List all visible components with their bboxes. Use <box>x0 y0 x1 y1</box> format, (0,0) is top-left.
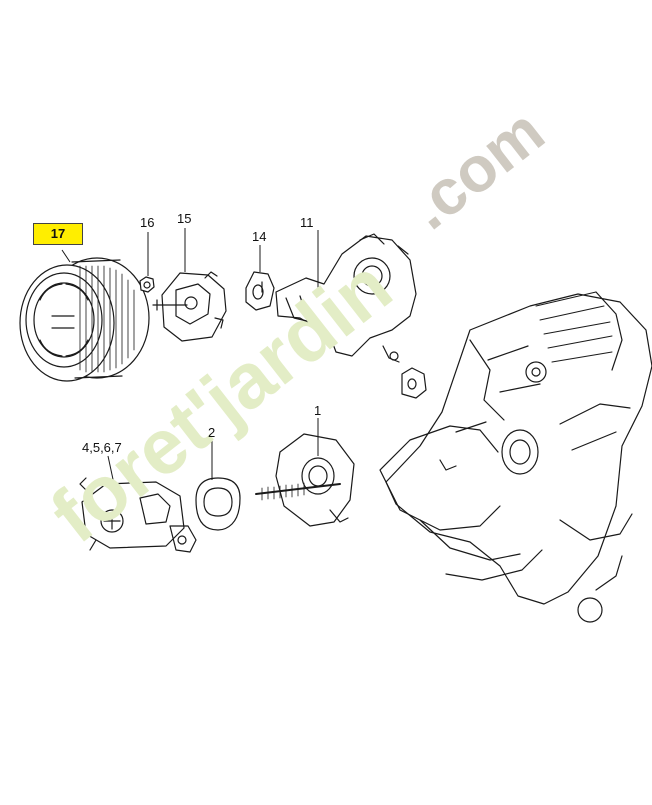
part-11-mount[interactable] <box>401 367 427 399</box>
part-16-nut[interactable] <box>139 276 155 293</box>
part-11-manifold[interactable] <box>275 233 417 363</box>
part-1-flange[interactable] <box>255 433 355 527</box>
callout-2[interactable]: 2 <box>208 425 216 440</box>
leader-17 <box>61 249 71 263</box>
part-17-air-filter[interactable] <box>19 257 150 382</box>
callout-15[interactable]: 15 <box>177 211 192 226</box>
part-14-rubber-mount[interactable] <box>245 271 275 311</box>
part-4-5-6-7-carburetor[interactable] <box>79 477 197 553</box>
callout-1[interactable]: 1 <box>314 403 322 418</box>
callout-14[interactable]: 14 <box>252 229 267 244</box>
callout-17-label: 17 <box>50 226 66 241</box>
callout-17-highlight[interactable]: 17 <box>33 223 83 245</box>
callout-16[interactable]: 16 <box>140 215 155 230</box>
callout-11[interactable]: 11 <box>300 215 314 230</box>
engine-block <box>379 291 652 623</box>
leader-4-5-6-7 <box>107 455 115 485</box>
callout-4-5-6-7[interactable]: 4,5,6,7 <box>82 440 122 455</box>
part-15-bracket[interactable] <box>152 271 227 342</box>
part-2-gasket[interactable] <box>195 477 241 531</box>
